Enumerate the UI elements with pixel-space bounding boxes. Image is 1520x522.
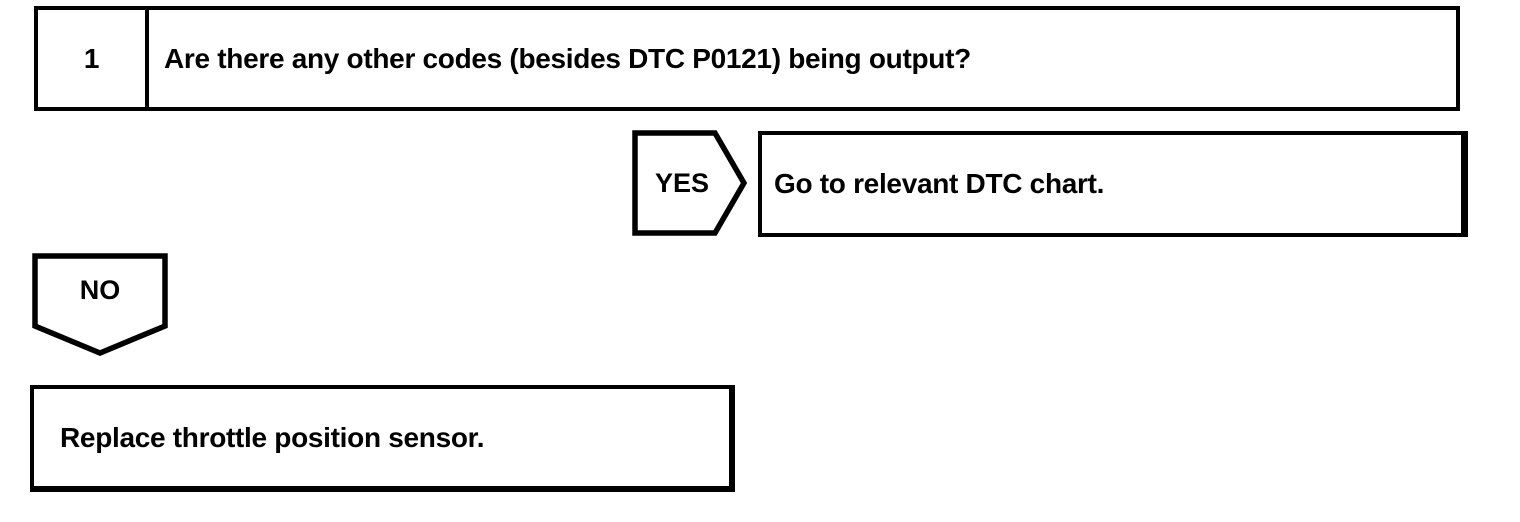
no-label: NO (79, 274, 121, 305)
step-question-text: Are there any other codes (besides DTC P… (164, 42, 971, 74)
yes-action-text: Go to relevant DTC chart. (774, 168, 1105, 199)
no-pentagon-icon (32, 253, 168, 356)
no-label-wrap: NO (32, 253, 168, 327)
yes-label-wrap: YES (632, 130, 732, 236)
yes-pentagon-icon (632, 130, 747, 236)
yes-connector: YES (632, 130, 747, 236)
no-action-box: Replace throttle position sensor. (30, 385, 735, 492)
step-question-box: 1 Are there any other codes (besides DTC… (34, 6, 1460, 111)
yes-label: YES (654, 167, 710, 198)
no-connector: NO (32, 253, 168, 357)
no-action-text: Replace throttle position sensor. (60, 421, 485, 453)
step-number: 1 (83, 42, 100, 74)
step-question-cell: Are there any other codes (besides DTC P… (149, 10, 1456, 107)
yes-action-box: Go to relevant DTC chart. (758, 131, 1468, 237)
step-number-cell: 1 (38, 10, 149, 107)
